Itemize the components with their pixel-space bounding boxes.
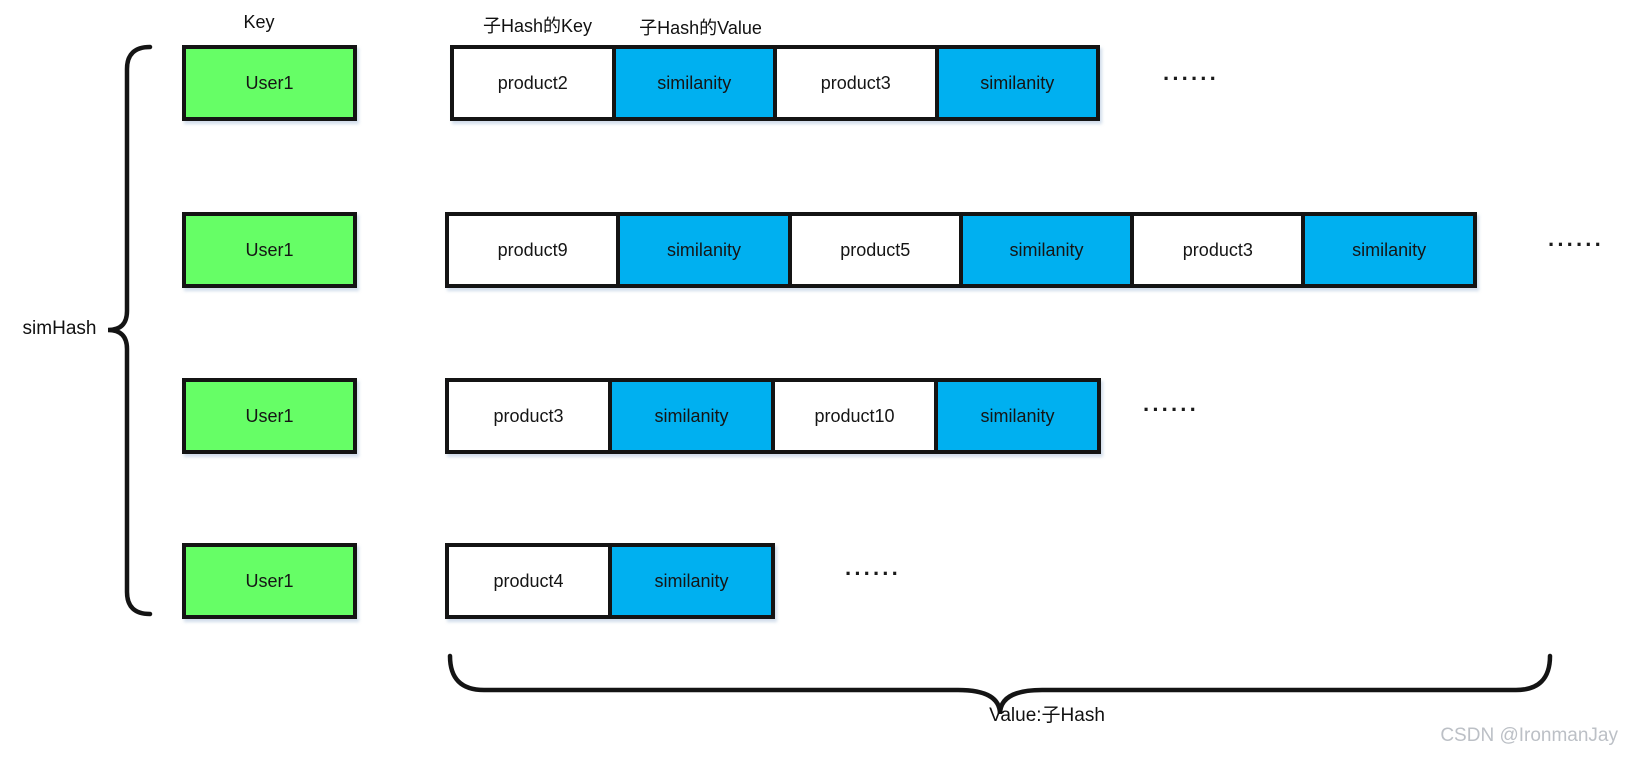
subhash-key-column-header: 子Hash的Key xyxy=(482,16,593,36)
cell-label: product3 xyxy=(493,405,564,426)
cell-label: product9 xyxy=(497,239,568,260)
cell-label: product3 xyxy=(820,72,891,93)
subhash-value-cell: similanity xyxy=(616,212,792,288)
key-box-label: User1 xyxy=(245,72,294,93)
ellipsis-dots: ······ xyxy=(845,561,901,586)
value-subhash-label: Value:子Hash xyxy=(989,705,1105,726)
ellipsis-dots: ······ xyxy=(1163,66,1219,91)
subhash-value-cell: similanity xyxy=(958,212,1135,288)
csdn-watermark: CSDN @IronmanJay xyxy=(1440,725,1618,746)
subhash-key-cell: product4 xyxy=(445,543,612,619)
cell-label: product10 xyxy=(814,405,895,426)
cell-label: product5 xyxy=(840,239,911,260)
cell-label: product4 xyxy=(493,570,564,591)
cell-label: similanity xyxy=(1009,239,1084,260)
subhash-key-cell: product9 xyxy=(445,212,621,288)
ellipsis-dots: ······ xyxy=(1548,232,1604,257)
subhash-row: product2 similanity product3 similanity xyxy=(450,45,1100,121)
cell-label: similanity xyxy=(654,405,729,426)
subhash-value-cell: similanity xyxy=(934,45,1100,121)
key-box: User1 xyxy=(182,543,357,619)
key-column-header: Key xyxy=(243,12,275,32)
subhash-value-cell: similanity xyxy=(608,543,775,619)
key-box-label: User1 xyxy=(245,405,294,426)
key-box: User1 xyxy=(182,212,357,288)
cell-label: similanity xyxy=(666,239,741,260)
subhash-value-column-header: 子Hash的Value xyxy=(639,18,762,38)
key-box: User1 xyxy=(182,378,357,454)
cell-label: similanity xyxy=(654,570,729,591)
subhash-value-cell: similanity xyxy=(1301,212,1477,288)
simhash-left-brace-icon xyxy=(107,44,153,617)
subhash-key-cell: product10 xyxy=(771,378,938,454)
subhash-value-cell: similanity xyxy=(934,378,1101,454)
value-bottom-brace-icon xyxy=(447,653,1553,715)
cell-label: similanity xyxy=(980,72,1055,93)
subhash-key-cell: product3 xyxy=(1130,212,1306,288)
subhash-key-cell: product2 xyxy=(450,45,616,121)
key-box-label: User1 xyxy=(245,570,294,591)
key-box-label: User1 xyxy=(245,239,294,260)
subhash-key-cell: product3 xyxy=(773,45,939,121)
cell-label: product3 xyxy=(1182,239,1253,260)
subhash-key-cell: product3 xyxy=(445,378,612,454)
subhash-row: product3 similanity product10 similanity xyxy=(445,378,1101,454)
subhash-value-cell: similanity xyxy=(611,45,777,121)
key-box: User1 xyxy=(182,45,357,121)
ellipsis-dots: ······ xyxy=(1143,397,1199,422)
subhash-value-cell: similanity xyxy=(608,378,775,454)
simhash-label: simHash xyxy=(22,318,97,339)
cell-label: similanity xyxy=(1352,239,1427,260)
subhash-row: product4 similanity xyxy=(445,543,775,619)
subhash-key-cell: product5 xyxy=(787,212,963,288)
subhash-row: product9 similanity product5 similanity prod… xyxy=(445,212,1477,288)
cell-label: similanity xyxy=(980,405,1055,426)
cell-label: similanity xyxy=(657,72,732,93)
cell-label: product2 xyxy=(497,72,568,93)
